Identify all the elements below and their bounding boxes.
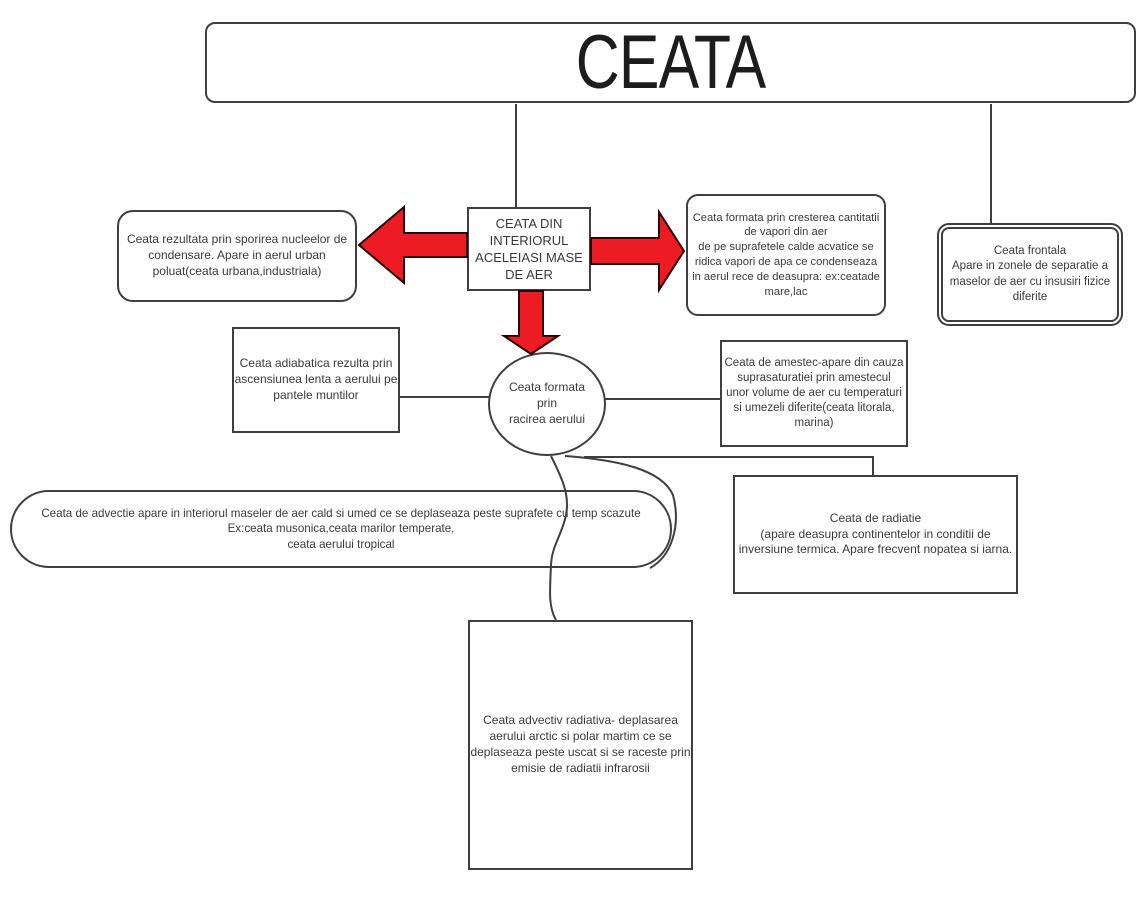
node-text-line: CEATA DIN: [495, 215, 563, 231]
node-text-line: de vapori din aer: [744, 226, 828, 239]
node-text-line: Ceata formata prin cresterea cantitatii: [692, 211, 880, 224]
node-ceata-de-radiatie: Ceata de radiatie (apare deasupra contin…: [733, 475, 1018, 594]
node-text-line: inversiune termica. Apare frecvent nopat…: [738, 542, 1013, 557]
node-ceata-adiabatica: Ceata adiabatica rezulta prin ascensiune…: [232, 327, 400, 433]
node-text-line: ascensiunea lenta a aerului pe: [234, 372, 398, 387]
node-text-line: emisie de radiatii infrarosii: [511, 760, 650, 775]
node-ceata-din-interiorul: CEATA DIN INTERIORUL ACELEIASI MASE DE A…: [467, 207, 591, 291]
node-text-line: mare,lac: [764, 285, 808, 298]
node-text-line: Ceata rezultata prin sporirea nucleelor …: [126, 232, 348, 247]
node-text-line: INTERIORUL: [489, 232, 569, 248]
node-text-line: maselor de aer cu insusiri fizice: [949, 275, 1111, 288]
node-ceata-advectiv-radiativa: Ceata advectiv radiativa- deplasarea aer…: [468, 620, 693, 870]
node-text-line: Ceata de advectie apare in interiorul ma…: [41, 507, 641, 521]
connector-ellipse-to-radiatie: [584, 456, 874, 476]
node-text-line: pantele muntilor: [273, 387, 359, 402]
red-arrow-down-icon: [500, 290, 562, 356]
node-text-line: diferite: [1012, 290, 1048, 303]
node-text-line: Ceata advectiv radiativa- deplasarea: [483, 713, 678, 728]
red-arrow-right-icon: [590, 208, 686, 294]
node-text-line: Ceata de amestec-apare din cauza: [724, 356, 904, 369]
node-ceata-nucleelor-condensare: Ceata rezultata prin sporirea nucleelor …: [117, 210, 357, 302]
node-ceata-de-amestec: Ceata de amestec-apare din cauza suprasa…: [720, 340, 908, 447]
node-ceata-frontala: Ceata frontala Apare in zonele de separa…: [937, 223, 1123, 326]
node-text-line: de pe suprafetele calde acvatice se: [698, 241, 874, 254]
node-text-line: condensare. Apare in aerul urban: [148, 248, 326, 263]
node-ceata-de-advectie: Ceata de advectie apare in interiorul ma…: [10, 490, 672, 568]
node-text-line: Ceata adiabatica rezulta prin: [239, 356, 393, 371]
node-text-line: prin: [536, 396, 557, 411]
node-ceata-racirea-aerului-ellipse: Ceata formata prin racirea aerului: [488, 352, 606, 456]
node-text-line: (apare deasupra continentelor in conditi…: [760, 526, 991, 541]
node-text-line: DE AER: [505, 267, 553, 283]
node-text-line: Ceata frontala: [993, 245, 1067, 258]
node-ceata-frontala-inner-border: Ceata frontala Apare in zonele de separa…: [941, 227, 1119, 322]
node-text-line: Apare in zonele de separatie a: [952, 260, 1108, 273]
node-ceata-crestere-vapori: Ceata formata prin cresterea cantitatii …: [686, 194, 886, 316]
node-ceata-title: CEATA: [205, 22, 1136, 103]
node-text-line: unor volume de aer cu temperaturi: [726, 386, 902, 399]
node-text-line: ridica vapori de apa ce condenseaza: [694, 256, 878, 268]
node-text-line: ACELEIASI MASE: [475, 250, 583, 265]
node-text-line: suprasaturatiei prin amestecul: [737, 371, 891, 384]
node-text-line: in aerul rece de deasupra: ex:ceatade: [692, 270, 880, 283]
node-text-line: deplaseaza peste uscat si se raceste pri…: [470, 745, 691, 759]
diagram-title-text: CEATA: [575, 19, 766, 105]
node-text-line: Ceata de radiatie: [829, 510, 922, 525]
node-text-line: aerului arctic si polar martim ce se: [489, 729, 672, 744]
red-arrow-left-icon: [357, 204, 468, 286]
node-text-line: ceata aerului tropical: [287, 537, 395, 551]
node-text-line: poluat(ceata urbana,industriala): [152, 263, 322, 278]
node-text-line: si umezeli diferite(ceata litorala,: [733, 402, 895, 415]
node-text-line: Ceata formata: [508, 380, 586, 395]
node-text-line: Ex:ceata musonica,ceata marilor temperat…: [227, 522, 455, 536]
node-text-line: racirea aerului: [508, 411, 586, 426]
node-text-line: marina): [794, 417, 834, 430]
